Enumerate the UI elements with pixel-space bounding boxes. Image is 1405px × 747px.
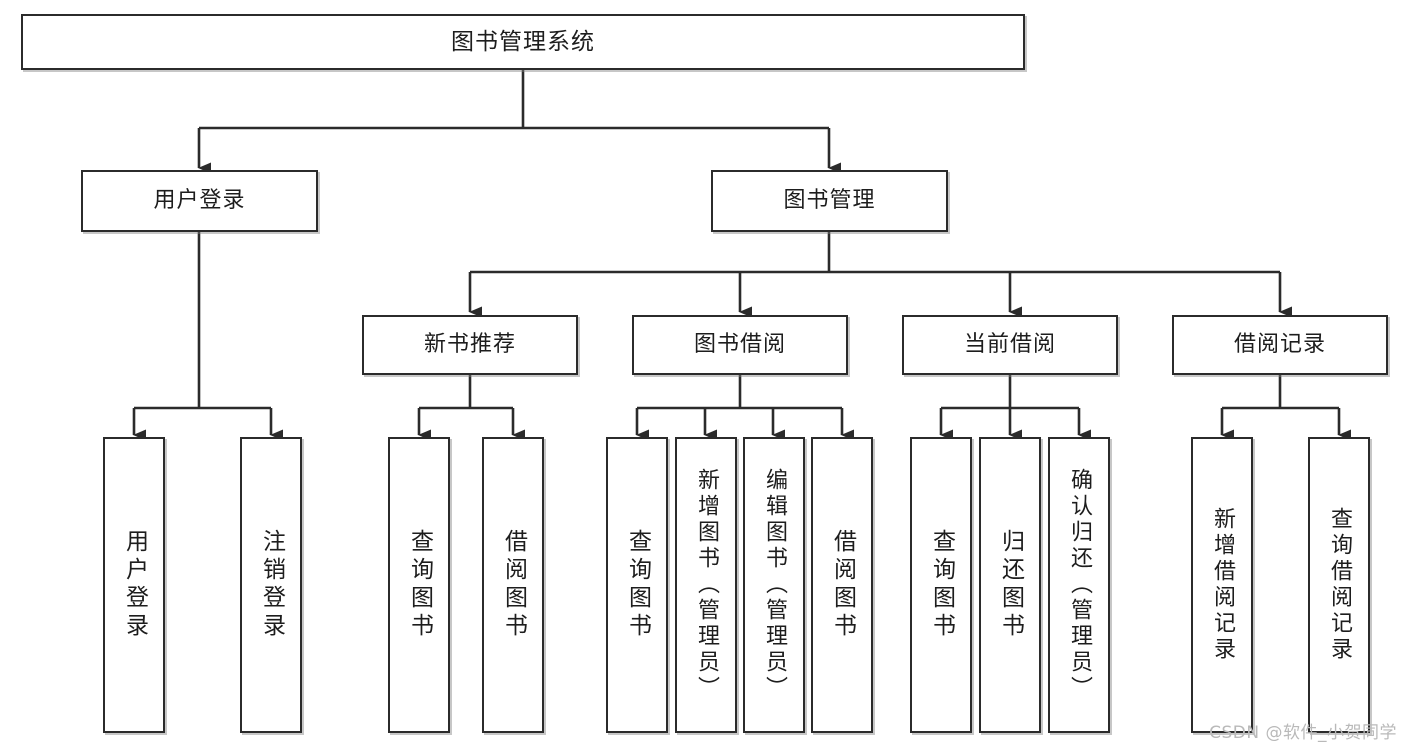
- leaf-query-book-current[interactable]: 查询图书: [910, 437, 972, 733]
- node-root-label: 图书管理系统: [451, 28, 595, 55]
- leaf-confirm-return-admin[interactable]: 确认归还（管理员）: [1048, 437, 1110, 733]
- leaf-query-book-recommend[interactable]: 查询图书: [388, 437, 450, 733]
- leaf-add-borrow-record-label: 新增借阅记录: [1210, 507, 1235, 663]
- leaf-add-book-admin-label: 新增图书（管理员）: [694, 468, 719, 702]
- node-book-borrow[interactable]: 图书借阅: [632, 315, 848, 375]
- node-current-borrow[interactable]: 当前借阅: [902, 315, 1118, 375]
- node-root[interactable]: 图书管理系统: [21, 14, 1025, 70]
- node-current-borrow-label: 当前借阅: [963, 332, 1056, 358]
- leaf-user-login[interactable]: 用户登录: [103, 437, 165, 733]
- leaf-query-book-current-label: 查询图书: [928, 529, 955, 641]
- leaf-return-book-label: 归还图书: [997, 529, 1024, 641]
- node-book-borrow-label: 图书借阅: [693, 332, 786, 358]
- leaf-borrow-book[interactable]: 借阅图书: [811, 437, 873, 733]
- leaf-borrow-book-label: 借阅图书: [829, 529, 856, 641]
- leaf-query-book-borrow[interactable]: 查询图书: [606, 437, 668, 733]
- leaf-add-book-admin[interactable]: 新增图书（管理员）: [675, 437, 737, 733]
- leaf-logout-label: 注销登录: [258, 529, 285, 641]
- node-borrow-record-label: 借阅记录: [1233, 332, 1326, 358]
- leaf-add-borrow-record[interactable]: 新增借阅记录: [1191, 437, 1253, 733]
- csdn-watermark: CSDN @软件_小贺同学: [1209, 723, 1397, 743]
- leaf-confirm-return-admin-label: 确认归还（管理员）: [1067, 468, 1092, 702]
- leaf-edit-book-admin-label: 编辑图书（管理员）: [762, 468, 787, 702]
- node-book-management[interactable]: 图书管理: [711, 170, 948, 232]
- node-new-book-recommend[interactable]: 新书推荐: [362, 315, 578, 375]
- leaf-borrow-book-recommend[interactable]: 借阅图书: [482, 437, 544, 733]
- leaf-user-login-label: 用户登录: [121, 529, 148, 641]
- node-user-login[interactable]: 用户登录: [81, 170, 318, 232]
- node-borrow-record[interactable]: 借阅记录: [1172, 315, 1388, 375]
- leaf-query-book-borrow-label: 查询图书: [624, 529, 651, 641]
- node-new-book-recommend-label: 新书推荐: [423, 332, 516, 358]
- node-book-management-label: 图书管理: [783, 188, 876, 214]
- leaf-query-borrow-record[interactable]: 查询借阅记录: [1308, 437, 1370, 733]
- leaf-borrow-book-recommend-label: 借阅图书: [500, 529, 527, 641]
- leaf-query-book-recommend-label: 查询图书: [406, 529, 433, 641]
- leaf-edit-book-admin[interactable]: 编辑图书（管理员）: [743, 437, 805, 733]
- leaf-return-book[interactable]: 归还图书: [979, 437, 1041, 733]
- leaf-query-borrow-record-label: 查询借阅记录: [1327, 507, 1352, 663]
- leaf-logout[interactable]: 注销登录: [240, 437, 302, 733]
- node-user-login-label: 用户登录: [153, 188, 246, 214]
